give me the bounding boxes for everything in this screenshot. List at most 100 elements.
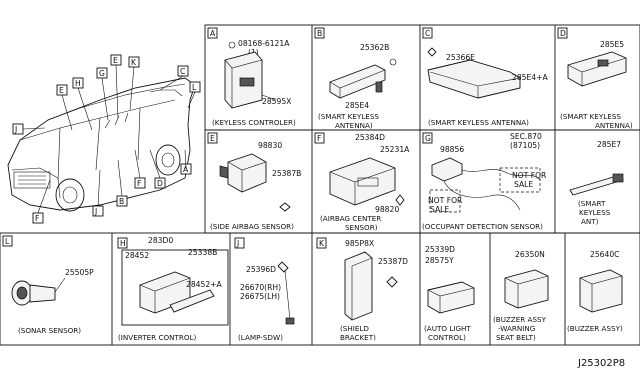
section-caption: (SMART [578,199,606,208]
callout-label: J [14,125,17,134]
part-number: 28595X [262,97,291,106]
callout-label: J [94,207,97,216]
part-number: 28575Y [425,256,454,265]
section-caption: (SHIELD [340,324,369,333]
callout-label: L [192,83,197,92]
part-number: 25231A [380,145,410,154]
part-number: 25339D [425,245,455,254]
section-grid [0,24,640,346]
section-letter: L [5,237,10,246]
section-caption: (SIDE AIRBAG SENSOR) [210,222,294,231]
callout-label: K [131,58,137,67]
part-number: 25384D [355,133,385,142]
part-number: 26350N [515,250,545,259]
section-h-inverter-control: H 283D0 25338B 28452 28452+A (INVERTER C… [117,236,229,342]
callout-label: B [119,197,124,206]
vehicle-callouts: E H G E K C L J D A F B F J [12,54,201,224]
section-letter: H [120,239,126,248]
section-c-smart-keyless-antenna: C 25366E 285E4+A (SMART KEYLESS ANTENNA) [422,27,548,127]
part-number: 26670(RH) [240,283,281,292]
section-buzzer-warning-seat-belt: 26350N (BUZZER ASSY -WARNING SEAT BELT) [493,250,549,342]
callout-label: D [157,179,163,188]
part-number: 25640C [590,250,619,259]
diagram-id: J25302P8 [577,358,625,369]
section-b-smart-keyless-antenna: B 25362B 285E4 (SMART KEYLESS ANTENNA) [314,27,397,130]
section-caption: SENSOR) [345,223,378,232]
section-letter: F [317,134,321,143]
callout-label: A [183,165,189,174]
section-caption: CONTROL) [428,333,466,342]
part-number: 25338B [188,248,217,257]
not-for-sale-note: NOT FOR [428,196,463,205]
part-number: 285E5 [600,40,624,49]
section-f-airbag-center-sensor: F 25384D 25231A 98820 (AIRBAG CENTER SEN… [314,132,410,232]
section-k-shield-bracket: K 985P8X 25387D (SHIELD BRACKET) [316,237,408,342]
section-smart-keyless-ant: 285E7 (SMART KEYLESS ANT) [569,140,624,226]
part-number: 285E4+A [512,73,548,82]
section-letter: C [425,29,430,38]
part-number: 08168-6121A [238,39,290,48]
section-caption: (LAMP-SDW) [238,333,283,342]
section-caption: ANT) [581,217,599,226]
section-caption: BRACKET) [340,333,376,342]
part-number: 25387B [272,169,301,178]
part-number: 25505P [65,268,94,277]
section-caption: (BUZZER ASSY) [567,324,623,333]
part-number: 26675(LH) [240,292,280,301]
section-caption: ANTENNA) [595,121,633,130]
part-number: 98856 [440,145,464,154]
section-caption: -WARNING [498,324,535,333]
section-d-smart-keyless-antenna: D 285E5 (SMART KEYLESS ANTENNA) [557,27,633,130]
section-letter: E [210,134,215,143]
part-number: 98820 [375,205,399,214]
section-caption: SEAT BELT) [496,333,536,342]
reference: (87105) [510,141,540,150]
callout-label: C [180,67,185,76]
section-caption: (BUZZER ASSY [493,315,547,324]
reference: SEC.870 [510,132,542,141]
section-letter: B [317,29,322,38]
part-number: 285E7 [597,140,621,149]
part-number: 25387D [378,257,408,266]
section-g-occupant-detection-sensor: G SEC.870 (87105) 98856 NOT FOR SALE NOT… [422,132,547,231]
part-number: 985P8X [345,239,374,248]
section-caption: (AUTO LIGHT [424,324,471,333]
section-caption: (SMART KEYLESS ANTENNA) [428,118,529,127]
callout-label: E [113,56,118,65]
part-number: 28452+A [186,280,223,289]
callout-label: G [99,69,105,78]
section-buzzer-assy: 25640C (BUZZER ASSY) [567,250,623,333]
vehicle-illustration [7,77,196,212]
section-letter: G [425,134,431,143]
part-number: 283D0 [148,236,173,245]
section-caption: (SONAR SENSOR) [18,326,81,335]
section-caption: (OCCUPANT DETECTION SENSOR) [422,222,543,231]
not-for-sale-note: NOT FOR [512,171,547,180]
section-caption: (SMART KEYLESS [318,112,379,121]
section-caption: ANTENNA) [335,121,373,130]
part-number: 25362B [360,43,389,52]
section-e-side-airbag-sensor: E 98830 25387B (SIDE AIRBAG SENSOR) [207,132,301,231]
section-j-lamp-sdw: J 25396D 26670(RH) 26675(LH) (LAMP-SDW) [234,237,295,342]
section-a-keyless-controller: A 08168-6121A (1) 28595X (KEYLESS CONTRO… [207,27,296,127]
part-number: 25366E [446,53,475,62]
callout-label: F [35,214,39,223]
section-caption: KEYLESS [579,208,611,217]
section-caption: (AIRBAG CENTER [320,214,381,223]
section-auto-light-control: 25339D 28575Y (AUTO LIGHT CONTROL) [424,245,475,342]
part-number: 98830 [258,141,282,150]
callout-label: F [137,179,141,188]
part-number: 28452 [125,251,149,260]
section-letter: D [560,29,566,38]
section-caption: (KEYLESS CONTROLER) [212,118,296,127]
section-caption: (INVERTER CONTROL) [118,333,197,342]
part-number: 285E4 [345,101,369,110]
callout-label: E [59,86,64,95]
section-letter: J [236,239,239,248]
part-number: 25396D [246,265,276,274]
callout-label: H [75,79,81,88]
section-caption: (SMART KEYLESS [560,112,621,121]
not-for-sale-note: SALE [514,180,533,189]
not-for-sale-note: SALE [430,205,449,214]
